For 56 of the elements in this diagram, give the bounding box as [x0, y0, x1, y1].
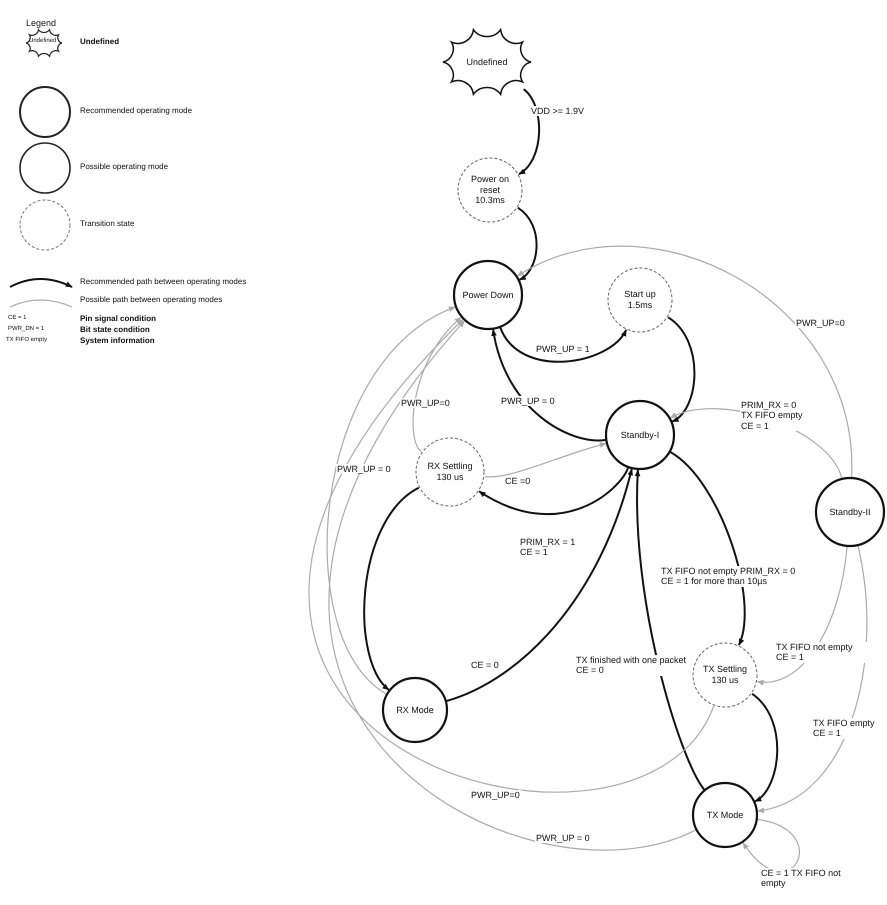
- legend-text: Undefined: [80, 37, 120, 46]
- state-circle: [382, 677, 448, 743]
- edge-label: VDD >= 1.9V: [530, 106, 586, 116]
- legend-text: Recommended operating mode: [80, 106, 192, 115]
- edge-label: CE = 0: [470, 660, 500, 670]
- state-label: RX Mode: [395, 704, 435, 716]
- legend-text: Transition state: [80, 219, 134, 228]
- legend-text: Possible path between operating modes: [80, 295, 222, 304]
- state-label: Start up 1.5ms: [623, 289, 657, 311]
- state-label: Standby-II: [828, 506, 872, 518]
- transition-state-circle: [607, 267, 673, 333]
- state-circle: [692, 782, 758, 848]
- legend-text: Pin signal condition: [80, 314, 156, 323]
- edge-label: PWR_UP = 1: [535, 344, 591, 354]
- arrow: [518, 88, 540, 175]
- arrow: [326, 306, 456, 694]
- edge-label: PWR_UP=0: [795, 318, 846, 328]
- arrow: [751, 693, 778, 802]
- state-label: Power on reset 10.3ms: [470, 174, 510, 206]
- edge-label: PWR_UP = 0: [336, 464, 392, 474]
- edge-label: CE =0: [504, 476, 532, 486]
- legend-text: System information: [80, 336, 155, 345]
- legend-text: Possible operating mode: [80, 162, 168, 171]
- state-circle: [815, 477, 885, 547]
- transition-state-circle: [457, 157, 523, 223]
- arrow: [499, 327, 627, 363]
- arrow: [667, 316, 696, 422]
- state-label: Standby-I: [620, 430, 660, 440]
- arrow: [412, 316, 462, 452]
- arrow: [634, 469, 705, 790]
- arrow: [484, 442, 607, 478]
- legend-text: Recommended path between operating modes: [80, 277, 246, 286]
- arrow: [446, 468, 633, 702]
- arrow: [516, 246, 852, 478]
- transition-state-circle: [692, 642, 758, 708]
- legend-text: Bit state condition: [80, 325, 150, 334]
- edge-label: PWR_UP = 0: [500, 396, 556, 406]
- edge-label: PWR_UP=0: [400, 398, 451, 408]
- arrow: [478, 467, 629, 516]
- state-label: TX Mode: [706, 810, 744, 820]
- state-circle: [453, 260, 523, 330]
- transition-state-circle: [415, 437, 485, 507]
- state-circle: [605, 400, 675, 470]
- arrow: [492, 328, 606, 442]
- edge-label: TX FIFO not empty CE = 1: [775, 642, 867, 663]
- state-label: Power Down: [461, 290, 515, 300]
- state-label: Undefined: [465, 56, 509, 68]
- edge-label: PWR_UP=0: [470, 790, 521, 800]
- arrow: [363, 486, 420, 691]
- arrow: [330, 320, 696, 850]
- edge-label: PWR_UP = 0: [535, 833, 591, 844]
- state-label: TX Settling 130 us: [702, 664, 748, 686]
- legend-title: Legend: [26, 18, 56, 28]
- arrow: [670, 451, 746, 646]
- arrow: [517, 206, 538, 281]
- state-label: RX Settling 130 us: [426, 461, 474, 483]
